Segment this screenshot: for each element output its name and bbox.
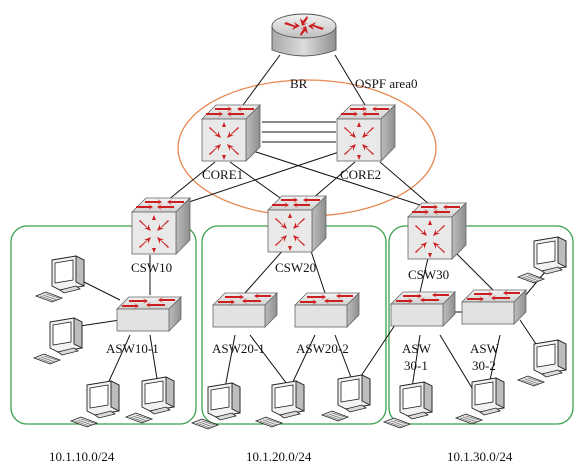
asw30-1-label-line1: ASW [402,341,432,356]
core2-switch [336,104,396,162]
asw30-2-label-line2: 30-2 [472,358,496,373]
subnet-10-box [10,225,197,425]
router-br [271,13,337,57]
csw30-label: CSW30 [408,267,449,282]
pc-icon [125,376,175,424]
asw10-1-label: ASW10-1 [106,341,159,356]
asw20-2-switch [294,292,360,328]
br-label: BR [290,76,308,91]
pc-icon [70,380,120,428]
asw30-2-switch [461,289,527,325]
subnet-30-box [388,225,574,425]
asw20-1-switch [212,292,278,328]
csw10-switch [131,197,191,255]
network-links [79,54,546,391]
ospf-area-label: OSPF area0 [355,76,417,91]
pc-icon [321,374,371,422]
core1-switch [201,104,261,162]
subnet-30-label: 10.1.30.0/24 [447,449,513,464]
asw20-1-label: ASW20-1 [212,341,265,356]
core1-label: CORE1 [202,167,243,182]
pc-icon [35,255,85,303]
asw30-2-label-line1: ASW [470,341,500,356]
csw20-label: CSW20 [275,260,316,275]
subnet-20-label: 10.1.20.0/24 [246,449,312,464]
pc-icon [455,377,505,425]
router-icon [284,16,324,36]
asw30-1-label-line2: 30-1 [404,358,428,373]
pc-icon [191,382,241,430]
asw30-1-switch [390,291,456,327]
core2-label: CORE2 [340,167,381,182]
pc-icon [383,381,433,429]
csw30-switch [407,202,467,260]
csw20-switch [267,195,327,253]
asw20-2-label: ASW20-2 [296,341,349,356]
pc-icon [33,317,83,365]
pc-icon [517,339,567,387]
csw10-label: CSW10 [131,260,172,275]
asw10-1-switch [116,296,182,332]
subnet-10-label: 10.1.10.0/24 [49,449,115,464]
pc-icon [255,380,305,428]
